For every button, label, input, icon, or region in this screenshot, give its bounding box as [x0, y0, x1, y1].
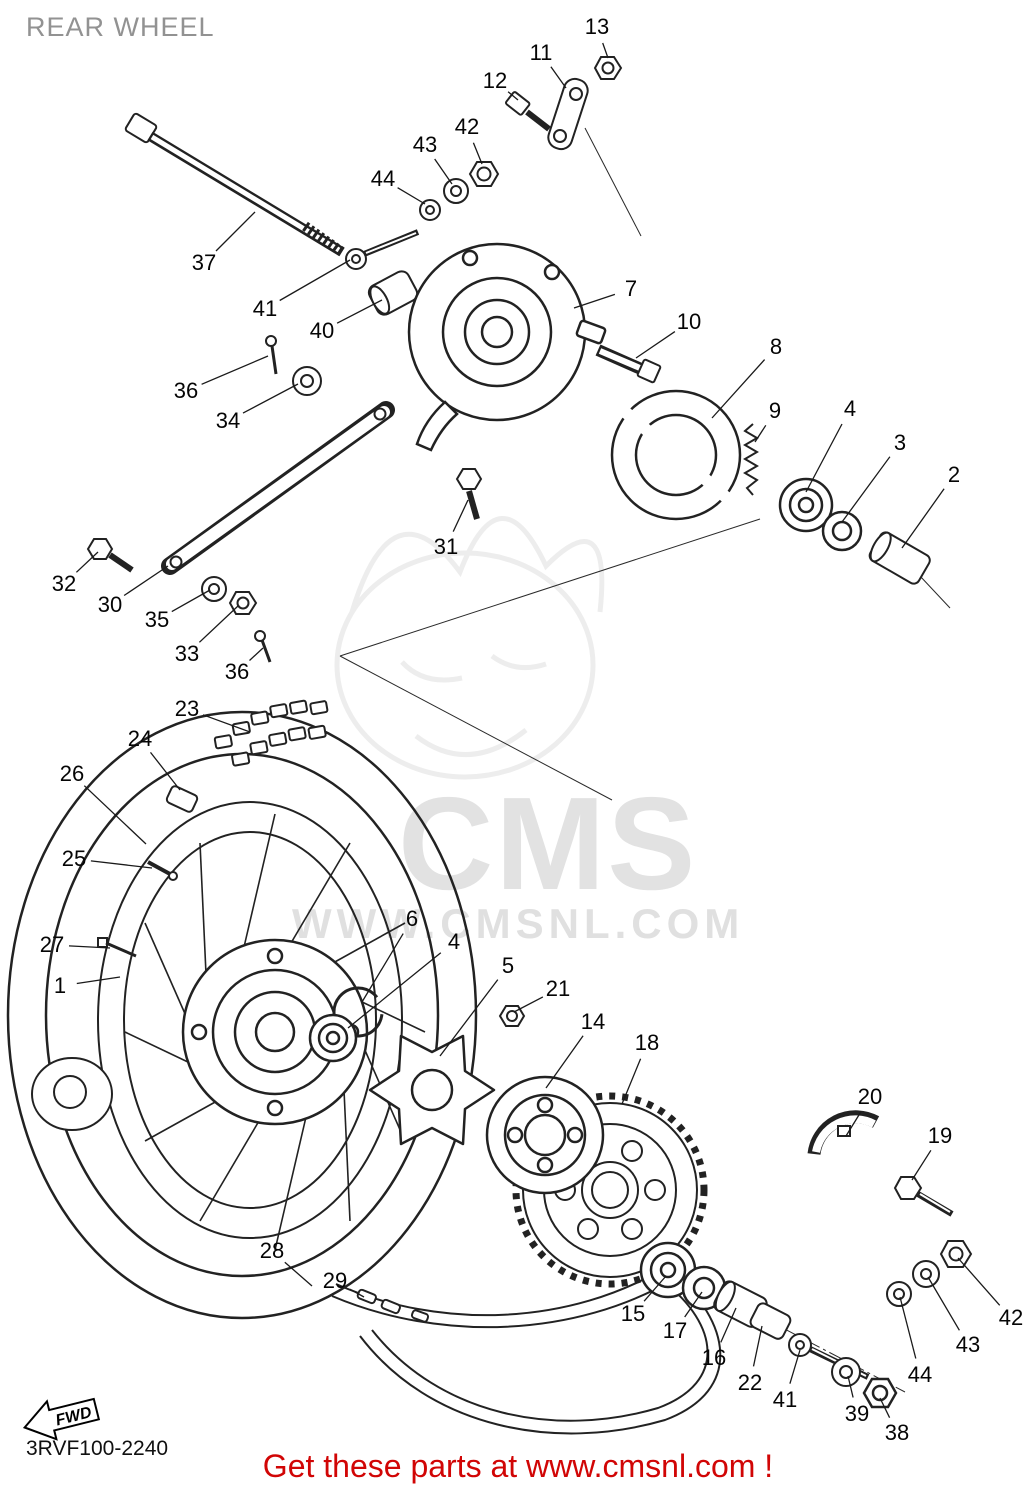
- brake-plate: [407, 242, 607, 452]
- axle-bolt: [124, 112, 345, 257]
- callout-29[interactable]: 29: [322, 1268, 348, 1293]
- rim-cutaway: [31, 1057, 113, 1131]
- callout-15[interactable]: 15: [620, 1301, 646, 1326]
- callout-44[interactable]: 44: [907, 1362, 933, 1387]
- callout-6[interactable]: 6: [405, 906, 419, 931]
- callout-43[interactable]: 43: [955, 1332, 981, 1357]
- callout-36[interactable]: 36: [224, 659, 250, 684]
- callout-30[interactable]: 30: [97, 592, 123, 617]
- callout-5[interactable]: 5: [501, 953, 515, 978]
- callout-40[interactable]: 40: [309, 318, 335, 343]
- callout-28[interactable]: 28: [259, 1238, 285, 1263]
- callout-11[interactable]: 11: [529, 40, 553, 65]
- callout-42[interactable]: 42: [998, 1305, 1024, 1330]
- part-code: 3RVF100-2240: [26, 1437, 169, 1460]
- callout-8[interactable]: 8: [769, 334, 783, 359]
- callout-35[interactable]: 35: [144, 607, 170, 632]
- brake-shoes: [610, 389, 742, 521]
- brake-rod-link: [547, 77, 589, 151]
- callout-34[interactable]: 34: [215, 408, 241, 433]
- shoe-spring: [743, 423, 759, 496]
- callout-19[interactable]: 19: [927, 1123, 953, 1148]
- tire-tread: [213, 699, 329, 767]
- callout-18[interactable]: 18: [634, 1030, 660, 1055]
- drive-chain: [331, 1265, 722, 1435]
- callout-26[interactable]: 26: [59, 761, 85, 786]
- callout-32[interactable]: 32: [51, 571, 77, 596]
- watermark-mascot: [334, 516, 605, 780]
- hub-damper: [368, 1034, 496, 1146]
- callout-14[interactable]: 14: [580, 1009, 606, 1034]
- callout-24[interactable]: 24: [127, 726, 153, 751]
- callout-2[interactable]: 2: [947, 462, 961, 487]
- callout-41[interactable]: 41: [772, 1387, 798, 1412]
- callout-9[interactable]: 9: [768, 398, 782, 423]
- callout-38[interactable]: 38: [884, 1420, 910, 1445]
- drive-flange: [485, 1075, 605, 1195]
- adjuster-nut-washers-top: [419, 161, 500, 221]
- callout-16[interactable]: 16: [701, 1345, 727, 1370]
- plate-bolt: [455, 468, 483, 520]
- callout-7[interactable]: 7: [624, 276, 638, 301]
- callout-3[interactable]: 3: [893, 430, 907, 455]
- callout-37[interactable]: 37: [191, 250, 217, 275]
- callout-4[interactable]: 4: [843, 396, 857, 421]
- brake-camshaft: [595, 344, 662, 384]
- callout-1[interactable]: 1: [53, 973, 67, 998]
- cotter-pins: [254, 335, 278, 663]
- wheel-hub: [181, 938, 369, 1126]
- wheel-bearing: [308, 1013, 358, 1063]
- callout-33[interactable]: 33: [174, 641, 200, 666]
- adjuster-nut-washers-bottom: [886, 1240, 973, 1307]
- callout-36[interactable]: 36: [173, 378, 199, 403]
- spokes: [124, 813, 426, 1251]
- callout-39[interactable]: 39: [844, 1401, 870, 1426]
- page-title: REAR WHEEL: [26, 12, 215, 42]
- callout-42[interactable]: 42: [454, 114, 480, 139]
- footer-link[interactable]: Get these parts at www.cmsnl.com !: [262, 1448, 774, 1484]
- callout-10[interactable]: 10: [676, 309, 702, 334]
- fwd-arrow: FWD: [22, 1397, 101, 1441]
- torque-rod: [161, 401, 395, 575]
- callout-27[interactable]: 27: [39, 932, 65, 957]
- callout-23[interactable]: 23: [174, 696, 200, 721]
- callout-44[interactable]: 44: [370, 166, 396, 191]
- callout-41[interactable]: 41: [252, 296, 278, 321]
- tensioner-bolt: [893, 1176, 954, 1217]
- callout-25[interactable]: 25: [61, 846, 87, 871]
- watermark-cms: CMS: [398, 770, 698, 917]
- callout-31[interactable]: 31: [433, 534, 459, 559]
- spacer-collar: [868, 531, 931, 585]
- chain-puller-bolt-top: [345, 229, 420, 270]
- callout-20[interactable]: 20: [857, 1084, 883, 1109]
- callout-43[interactable]: 43: [412, 132, 438, 157]
- callout-13[interactable]: 13: [584, 14, 610, 39]
- link-nut: [593, 56, 623, 80]
- callout-21[interactable]: 21: [545, 976, 571, 1001]
- callout-22[interactable]: 22: [737, 1370, 763, 1395]
- rim-lock: [165, 785, 199, 813]
- callout-4[interactable]: 4: [447, 929, 461, 954]
- callout-12[interactable]: 12: [482, 68, 508, 93]
- pivot-collar: [292, 366, 322, 396]
- callout-17[interactable]: 17: [662, 1318, 688, 1343]
